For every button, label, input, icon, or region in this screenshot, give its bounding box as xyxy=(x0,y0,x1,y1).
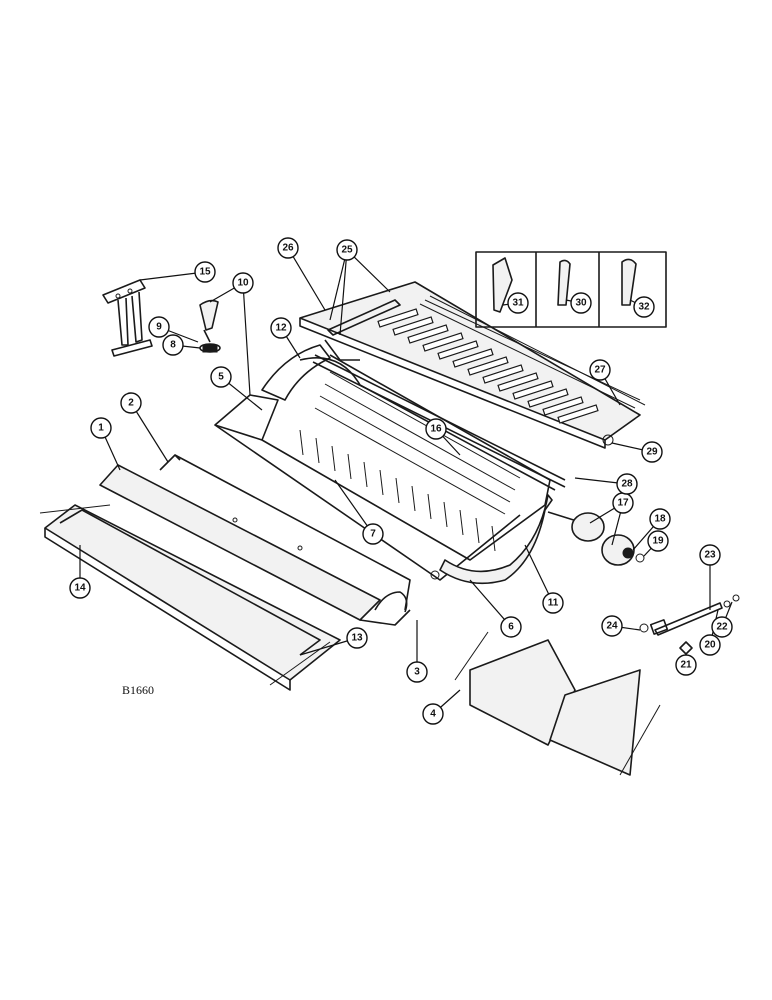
top-grate xyxy=(299,281,646,449)
svg-text:10: 10 xyxy=(237,278,249,289)
svg-text:8: 8 xyxy=(170,340,176,351)
callout-25: 25 xyxy=(336,239,358,261)
callout-28: 28 xyxy=(616,473,638,495)
callout-23: 23 xyxy=(699,544,721,566)
svg-text:16: 16 xyxy=(430,424,442,435)
svg-text:25: 25 xyxy=(341,245,353,256)
callout-19: 19 xyxy=(647,530,669,552)
callout-24: 24 xyxy=(601,615,623,637)
svg-text:23: 23 xyxy=(704,550,716,561)
lever-assembly xyxy=(639,594,740,655)
rasp-bars xyxy=(299,371,521,552)
svg-text:26: 26 xyxy=(282,243,294,254)
callout-9: 9 xyxy=(148,316,170,338)
svg-text:4: 4 xyxy=(430,709,436,720)
svg-text:21: 21 xyxy=(680,660,692,671)
callout-12: 12 xyxy=(270,317,292,339)
svg-text:18: 18 xyxy=(654,514,666,525)
side-plates xyxy=(324,299,614,446)
svg-text:3: 3 xyxy=(414,667,420,678)
svg-text:32: 32 xyxy=(638,302,650,313)
callout-16: 16 xyxy=(425,418,447,440)
callout-2: 2 xyxy=(120,392,142,414)
figure-reference-code: B1660 xyxy=(122,683,154,697)
callout-7: 7 xyxy=(362,523,384,545)
svg-text:24: 24 xyxy=(606,621,618,632)
callout-4: 4 xyxy=(422,703,444,725)
callout-1: 1 xyxy=(90,417,112,439)
svg-text:30: 30 xyxy=(575,298,587,309)
support-bracket xyxy=(102,279,153,357)
discs xyxy=(547,511,645,566)
callout-15: 15 xyxy=(194,261,216,283)
svg-text:17: 17 xyxy=(617,498,629,509)
callout-5: 5 xyxy=(210,366,232,388)
callout-14: 14 xyxy=(69,577,91,599)
svg-text:5: 5 xyxy=(218,372,224,383)
callout-27: 27 xyxy=(589,359,611,381)
adjust-handle xyxy=(199,299,221,353)
callout-18: 18 xyxy=(649,508,671,530)
callout-20: 20 xyxy=(699,634,721,656)
callout-8: 8 xyxy=(162,334,184,356)
svg-text:1: 1 xyxy=(98,423,104,434)
callout-29: 29 xyxy=(641,441,663,463)
svg-text:15: 15 xyxy=(199,267,211,278)
callout-30: 30 xyxy=(570,292,592,314)
callout-22: 22 xyxy=(711,616,733,638)
callout-32: 32 xyxy=(633,296,655,318)
svg-text:20: 20 xyxy=(704,640,716,651)
base-pan xyxy=(39,504,341,691)
svg-text:19: 19 xyxy=(652,536,664,547)
concave-assembly xyxy=(214,344,556,585)
svg-text:9: 9 xyxy=(156,322,162,333)
callout-3: 3 xyxy=(406,661,428,683)
svg-text:12: 12 xyxy=(275,323,287,334)
inset-box xyxy=(475,251,667,328)
lower-trough xyxy=(99,454,411,626)
svg-text:28: 28 xyxy=(621,479,633,490)
grate-slots xyxy=(377,308,599,424)
callout-10: 10 xyxy=(232,272,254,294)
callout-21: 21 xyxy=(675,654,697,676)
svg-text:29: 29 xyxy=(646,447,658,458)
svg-text:31: 31 xyxy=(512,298,524,309)
svg-text:2: 2 xyxy=(128,398,134,409)
callout-6: 6 xyxy=(500,616,522,638)
callout-26: 26 xyxy=(277,237,299,259)
svg-text:13: 13 xyxy=(351,633,363,644)
callout-31: 31 xyxy=(507,292,529,314)
svg-text:6: 6 xyxy=(508,622,514,633)
callout-11: 11 xyxy=(542,592,564,614)
svg-text:27: 27 xyxy=(594,365,606,376)
shield-plates xyxy=(454,631,661,776)
callout-13: 13 xyxy=(346,627,368,649)
svg-text:22: 22 xyxy=(716,622,728,633)
svg-text:14: 14 xyxy=(74,583,86,594)
svg-text:11: 11 xyxy=(548,598,559,609)
callout-17: 17 xyxy=(612,492,634,514)
svg-text:7: 7 xyxy=(370,529,376,540)
